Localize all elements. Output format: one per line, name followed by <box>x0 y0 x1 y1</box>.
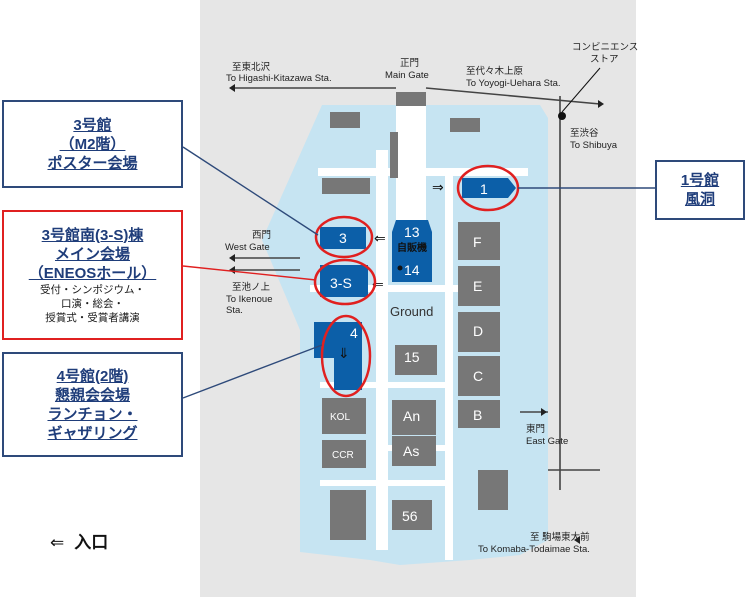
callout-poster-line3: ポスター会場 <box>47 154 138 172</box>
shibuya-en: To Shibuya <box>570 140 618 151</box>
callout-main-hall: 3号館南(3-S)棟 メイン会場 （ENEOSホール） 受付・シンポジウム・ 口… <box>2 210 183 340</box>
building-CCR <box>322 440 366 468</box>
komaba-jp: 至 駒場東大前 <box>530 531 590 543</box>
callout-banquet-line4: ギャザリング <box>47 424 138 442</box>
svg-text:⇒: ⇒ <box>432 179 444 195</box>
ikenoue-jp: 至池ノ上 <box>232 281 271 293</box>
west-gate-en: West Gate <box>225 242 270 253</box>
svg-text:⇐: ⇐ <box>372 276 384 292</box>
building-15 <box>395 345 437 375</box>
convenience-store-marker <box>558 112 566 120</box>
label-kol: KOL <box>330 412 350 423</box>
highlight-circles <box>313 164 520 398</box>
label-b1: 1 <box>480 181 488 197</box>
ikenoue-en-2: Sta. <box>226 305 243 316</box>
west-gate-jp: 西門 <box>252 230 271 241</box>
label-b14: 14 <box>404 262 420 278</box>
callout-main-hall-line1: 3号館南(3-S)棟 <box>41 226 144 244</box>
callout-fudo-line2: 風洞 <box>684 191 715 208</box>
other-buildings <box>322 112 508 540</box>
label-ground: Ground <box>390 304 433 319</box>
svg-text:⇓: ⇓ <box>338 345 350 361</box>
callout-banquet-line2: 懇親会会場 <box>54 386 130 404</box>
callout-poster: 3号館 （M2階） ポスター会場 <box>2 100 183 188</box>
callout-main-hall-sub1: 受付・シンポジウム・ <box>40 283 145 296</box>
main-gate-en: Main Gate <box>385 70 429 81</box>
callout-main-hall-sub3: 授賞式・受賞者講演 <box>45 311 140 324</box>
label-b15: 15 <box>404 349 420 365</box>
callout-fudo-line1: 1号館 <box>680 172 720 189</box>
east-gate-en: East Gate <box>526 436 568 447</box>
building-3 <box>320 227 366 249</box>
label-E: E <box>473 278 482 294</box>
entrance-legend: ⇐ 入口 <box>50 528 108 553</box>
svg-text:⇐: ⇐ <box>374 230 386 246</box>
building-4 <box>314 322 362 390</box>
building-labels: 1 3 3-S 4 13 14 F E D C B 15 An As 56 <box>330 181 488 524</box>
label-vending: 自販機 <box>397 241 427 254</box>
east-gate-jp: 東門 <box>526 423 545 435</box>
building-As <box>392 436 436 466</box>
label-B: B <box>473 407 482 423</box>
building-B <box>458 400 500 428</box>
main-gate-bar <box>396 92 426 106</box>
convenience-store-leader <box>561 67 601 113</box>
label-D: D <box>473 323 483 339</box>
label-C: C <box>473 368 483 384</box>
building-56 <box>392 500 432 530</box>
label-ccr: CCR <box>332 450 354 461</box>
komaba-en: To Komaba-Todaimae Sta. <box>478 544 590 555</box>
label-as: As <box>403 443 419 459</box>
direction-labels: 至東北沢 To Higashi-Kitazawa Sta. 正門 Main Ga… <box>225 42 638 555</box>
entrance-arrow-icon: ⇐ <box>50 533 65 552</box>
callout-main-hall-line2: メイン会場 <box>54 245 130 263</box>
label-b56: 56 <box>402 508 418 524</box>
callout-banquet-line1: 4号館(2階) <box>56 367 129 385</box>
building-F <box>458 222 500 260</box>
building-1 <box>462 178 516 198</box>
label-F: F <box>473 234 482 250</box>
building-D <box>458 312 500 352</box>
label-b13: 13 <box>404 224 420 240</box>
entrance-arrows: ⇒ ⇐ ⇐ ⇓ <box>338 179 444 361</box>
callout-banquet: 4号館(2階) 懇親会会場 ランチョン・ ギャザリング <box>2 352 183 457</box>
yoyogi-uehara-jp: 至代々木上原 <box>466 65 523 77</box>
callout-lines <box>182 146 655 399</box>
shibuya-jp: 至渋谷 <box>570 127 599 139</box>
yoyogi-uehara-en: To Yoyogi-Uehara Sta. <box>466 78 561 89</box>
building-C <box>458 356 500 396</box>
callout-poster-line1: 3号館 <box>73 116 112 134</box>
label-b3: 3 <box>339 230 347 246</box>
building-An <box>392 400 436 435</box>
ikenoue-en-1: To Ikenoue <box>226 294 272 305</box>
building-E <box>458 266 500 306</box>
callout-banquet-line3: ランチョン・ <box>47 405 138 423</box>
entrance-legend-label: 入口 <box>74 533 109 552</box>
label-b4: 4 <box>350 325 358 341</box>
callout-fudo: 1号館 風洞 <box>655 160 745 220</box>
higashi-kitazawa-en: To Higashi-Kitazawa Sta. <box>226 73 332 84</box>
callout-poster-line2: （M2階） <box>59 135 126 153</box>
convenience-store-line1: コンビニエンス <box>572 42 638 53</box>
higashi-kitazawa-jp: 至東北沢 <box>232 61 271 73</box>
vending-marker <box>397 265 403 271</box>
label-an: An <box>403 408 420 424</box>
building-3s <box>320 265 368 297</box>
building-KOL <box>322 398 366 434</box>
callout-main-hall-sub2: 口演・総会・ <box>61 297 124 310</box>
main-gate-jp: 正門 <box>400 58 419 69</box>
convenience-store-line2: ストア <box>590 54 619 65</box>
callout-main-hall-line3: （ENEOSホール） <box>28 264 157 282</box>
label-b3s: 3-S <box>330 275 352 291</box>
